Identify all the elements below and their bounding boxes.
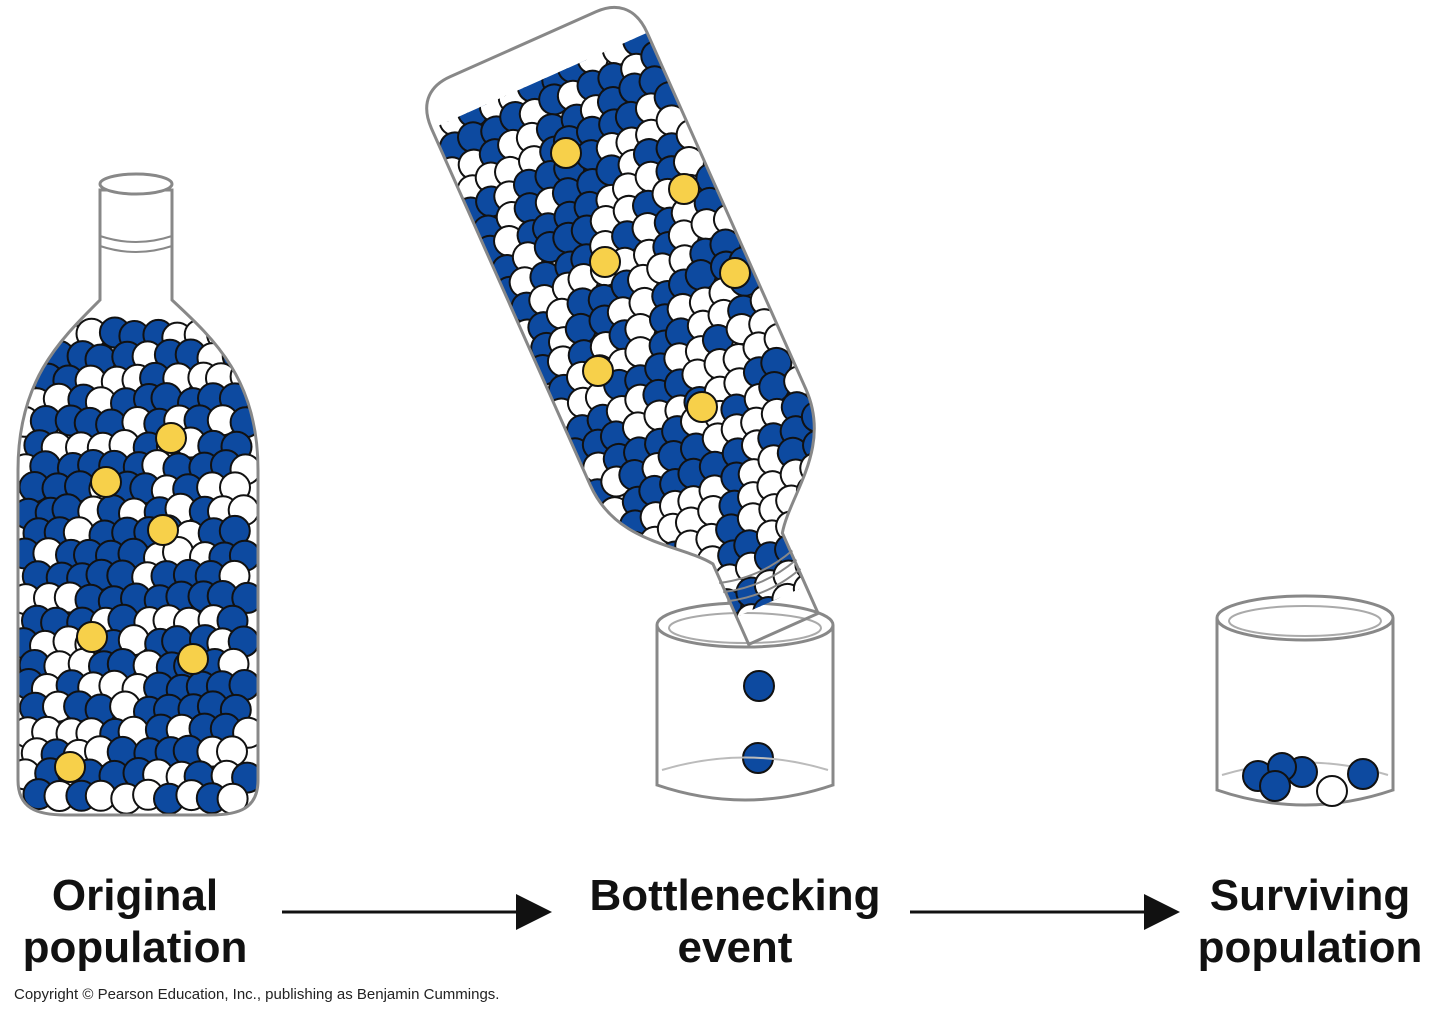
label-line: event (677, 923, 793, 972)
marble (855, 550, 880, 583)
surviving-marble-blue (1347, 758, 1379, 790)
bottleneck-marbles (431, 32, 880, 650)
marble (231, 581, 258, 614)
marble (686, 391, 718, 423)
bottle-mouth (98, 172, 174, 196)
marble (812, 564, 845, 597)
surviving-population-cup (1215, 594, 1395, 807)
marble (813, 494, 846, 527)
bottlenecking-event (425, 5, 880, 802)
marble (837, 484, 870, 517)
label-line: Bottlenecking (589, 871, 881, 920)
original-population-bottle (16, 172, 260, 817)
marble (76, 621, 108, 653)
marble (812, 518, 845, 551)
bottle-lip-ring (99, 235, 173, 243)
marble (668, 173, 700, 205)
marble (832, 557, 865, 590)
marble (90, 466, 122, 498)
cup-rim (1215, 594, 1395, 642)
cup-body (1215, 618, 1395, 807)
marble (653, 567, 686, 600)
label-line: Original (51, 871, 219, 920)
label-line: population (22, 923, 248, 972)
bottle-outline (16, 188, 260, 817)
marble (633, 570, 666, 603)
original-population-marbles (18, 316, 258, 815)
marble (835, 509, 868, 542)
marble (812, 542, 845, 575)
marble (582, 355, 614, 387)
surviving-marble-white (1316, 775, 1348, 807)
marble (818, 468, 851, 501)
label-line: population (1197, 923, 1423, 972)
tilted-bottle-neck-rings (719, 549, 802, 603)
cup-body (655, 625, 835, 802)
surviving-marble-blue (1259, 770, 1291, 802)
label-bottlenecking-event: Bottlenecking event (560, 870, 910, 974)
falling-marble (743, 670, 775, 702)
marble (796, 524, 829, 557)
marble (177, 643, 209, 675)
marble (794, 503, 827, 536)
cup-inner-rim (1228, 605, 1382, 637)
label-surviving-population: Surviving population (1180, 870, 1440, 974)
marble (550, 137, 582, 169)
label-line: Surviving (1209, 871, 1411, 920)
tilted-marble-group (431, 32, 880, 650)
bottle-lip-ring (99, 245, 173, 253)
marble (614, 558, 647, 591)
marble (147, 514, 179, 546)
marble (54, 751, 86, 783)
tilted-bottle-outline (425, 5, 821, 647)
marble (854, 522, 880, 555)
marble (635, 546, 668, 579)
cup-bottom-line (661, 756, 829, 771)
marble (231, 317, 258, 350)
marble (719, 257, 751, 289)
marble (589, 246, 621, 278)
marble (18, 319, 42, 352)
marble (155, 422, 187, 454)
copyright-notice: Copyright © Pearson Education, Inc., pub… (14, 986, 500, 1003)
marble (831, 535, 864, 568)
label-original-population: Original population (10, 870, 260, 974)
marble (816, 446, 849, 479)
